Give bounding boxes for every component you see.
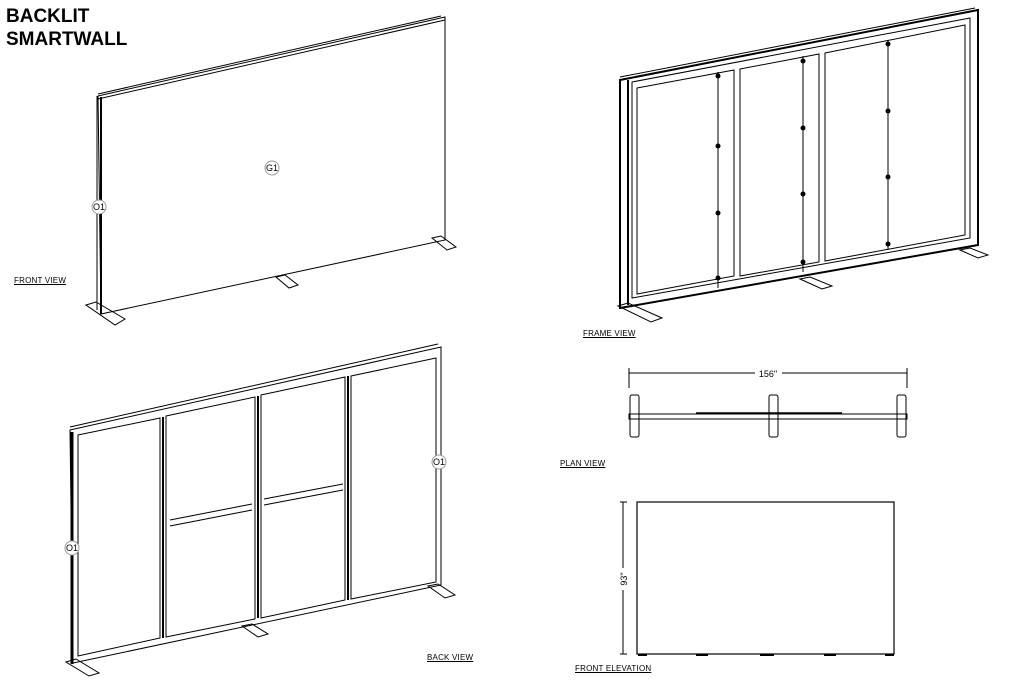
front-elevation-drawing: 93" bbox=[619, 501, 895, 656]
frame-view-label: FRAME VIEW bbox=[583, 329, 636, 338]
height-dimension: 93" bbox=[619, 572, 629, 585]
front-elevation-label: FRONT ELEVATION bbox=[575, 664, 652, 673]
front-view-label: FRONT VIEW bbox=[14, 276, 67, 285]
plan-view-label: PLAN VIEW bbox=[560, 459, 606, 468]
tag-o1-back-left: O1 bbox=[66, 543, 78, 553]
tag-g1: G1 bbox=[266, 163, 278, 173]
tag-o1-front: O1 bbox=[93, 202, 105, 212]
width-dimension: 156" bbox=[759, 369, 777, 379]
tag-o1-back-right: O1 bbox=[433, 457, 445, 467]
front-view-drawing: G1 O1 bbox=[84, 15, 458, 326]
plan-view-drawing: 156" bbox=[628, 368, 908, 438]
frame-connectors bbox=[715, 41, 891, 281]
back-view-drawing: O1 O1 bbox=[64, 343, 457, 677]
frame-view-drawing bbox=[616, 7, 990, 323]
foot bbox=[84, 235, 458, 326]
title-line-2: SMARTWALL bbox=[6, 29, 128, 50]
drawing-title: BACKLIT SMARTWALL bbox=[6, 5, 127, 51]
back-view-label: BACK VIEW bbox=[427, 653, 474, 662]
tag-circle-g1 bbox=[264, 160, 280, 176]
title-line-1: BACKLIT bbox=[6, 6, 90, 27]
